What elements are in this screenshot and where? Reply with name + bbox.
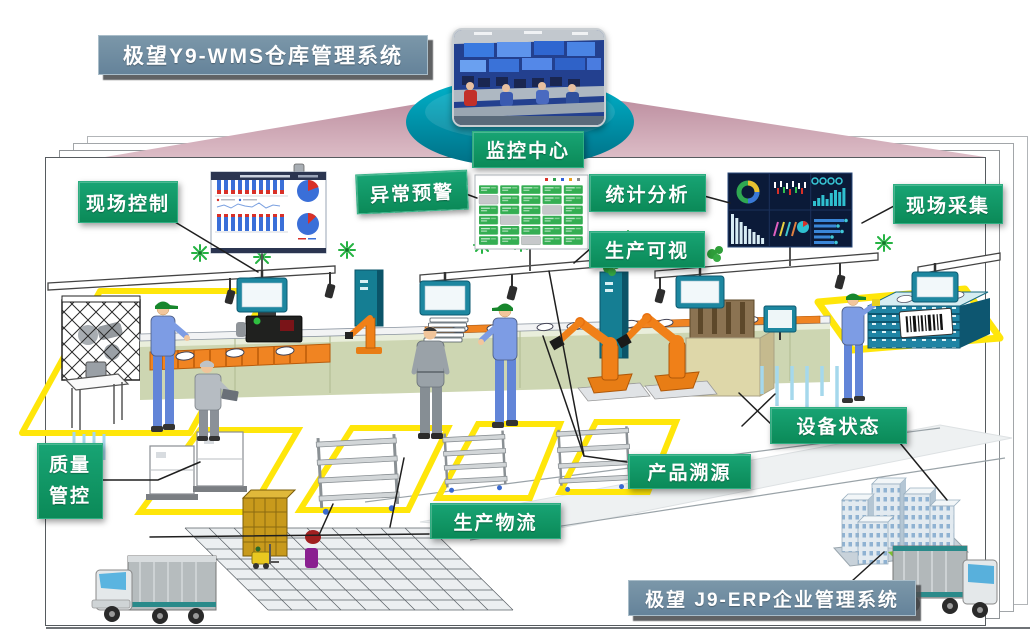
robot-arm-1 <box>549 317 651 402</box>
machine-monitor <box>763 305 797 340</box>
forklift <box>251 544 279 569</box>
warehouse-worker-figure <box>305 530 321 568</box>
wms-system-label: 极望Y9-WMS仓库管理系统 <box>98 35 428 75</box>
production-logistics-label: 生产物流 <box>430 503 561 539</box>
quality-control-label: 质量管控 <box>37 443 103 519</box>
monitoring-center-label: 监控中心 <box>472 131 584 168</box>
erp-system-label: 极望 J9-ERP企业管理系统 <box>628 580 916 616</box>
bench-equipment <box>236 310 469 343</box>
abnormal-warning-label: 异常预警 <box>355 169 469 215</box>
hanging-monitors <box>236 263 959 316</box>
worker-blue-1 <box>150 301 190 432</box>
analytics-dashboard-panel <box>727 172 853 266</box>
equipment-status-label: 设备状态 <box>770 407 907 444</box>
gold-pallet-stack <box>241 489 297 557</box>
page-bottom-line <box>46 627 1030 629</box>
robot-arm-2 <box>616 313 718 400</box>
leader-lines <box>102 193 948 582</box>
statistics-analysis-label: 统计分析 <box>589 174 706 212</box>
production-visual-label: 生产可视 <box>589 231 705 268</box>
truck-left <box>91 555 217 624</box>
pallet-boxes <box>146 431 247 500</box>
charts-dashboard-panel <box>210 163 327 270</box>
field-control-label: 现场控制 <box>78 181 178 223</box>
shelf-cart-3 <box>556 426 632 492</box>
robot-arm-small <box>345 315 382 354</box>
product-traceability-label: 产品溯源 <box>628 454 751 489</box>
shelf-cart-2 <box>442 430 508 493</box>
mesh-storage-area <box>184 527 514 611</box>
front-conveyor <box>149 343 331 371</box>
worker-gray <box>411 326 450 439</box>
worker-elder <box>194 360 239 441</box>
inspection-table <box>64 361 130 462</box>
field-collection-label: 现场采集 <box>893 184 1003 224</box>
shelf-cart-1 <box>315 433 400 515</box>
hanging-scanners <box>224 263 846 308</box>
control-room-photo <box>452 28 606 127</box>
worker-blue-3 <box>841 293 880 403</box>
device-status-grid-panel <box>474 174 589 271</box>
worker-blue-2 <box>478 303 518 428</box>
barcode-label <box>898 307 954 339</box>
overhead-rails <box>47 252 1001 291</box>
control-room-illustration <box>454 30 604 125</box>
